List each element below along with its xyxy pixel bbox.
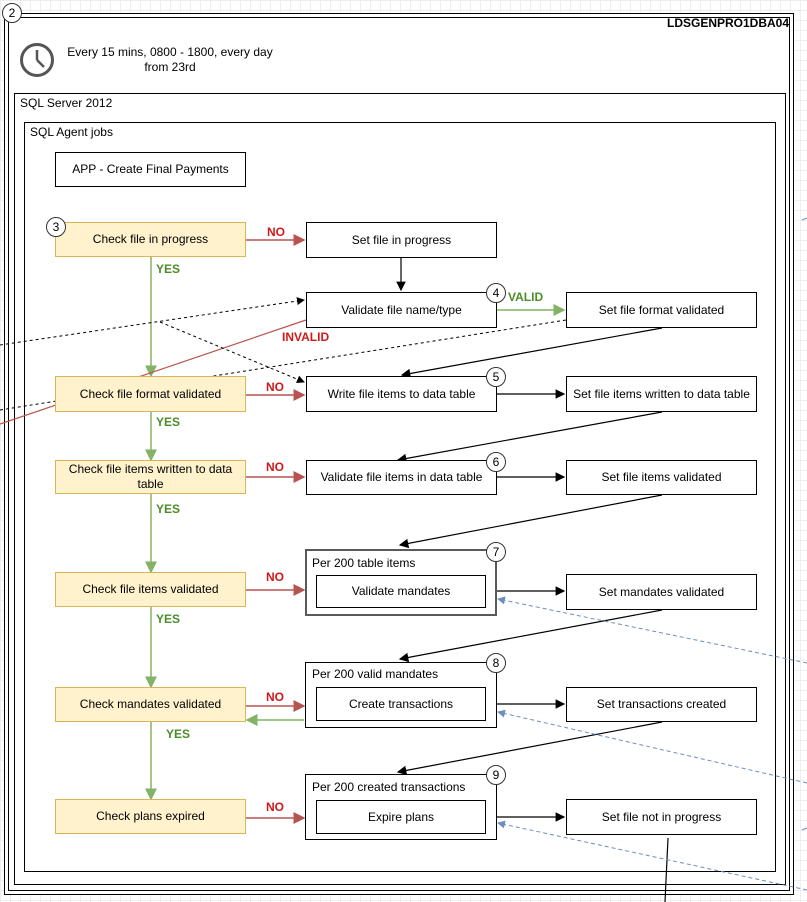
step-badge-4: 4 (486, 283, 506, 303)
set-mandates-validated[interactable]: Set mandates validated (566, 574, 757, 610)
sql-server-label: SQL Server 2012 (20, 96, 113, 110)
set-file-format-validated[interactable]: Set file format validated (566, 292, 757, 328)
step-badge-6: 6 (486, 452, 506, 472)
schedule-line-1: Every 15 mins, 0800 - 1800, every day (67, 45, 273, 59)
step-badge-9: 9 (486, 765, 506, 785)
set-transactions-created[interactable]: Set transactions created (566, 687, 757, 722)
no-label-5: NO (266, 690, 284, 704)
step-badge-8: 8 (486, 653, 506, 673)
yes-label-5: YES (166, 727, 191, 741)
step-badge-5: 5 (486, 367, 506, 387)
schedule-text: Every 15 mins, 0800 - 1800, every day fr… (60, 45, 280, 75)
server-inner-frame (8, 17, 790, 891)
server-badge: 2 (2, 3, 22, 23)
validate-file-name-type[interactable]: Validate file name/type (306, 292, 497, 328)
set-file-items-written[interactable]: Set file items written to data table (566, 376, 757, 412)
no-label-4: NO (266, 570, 284, 584)
write-file-items[interactable]: Write file items to data table (306, 376, 497, 412)
check-file-items-validated[interactable]: Check file items validated (55, 572, 246, 607)
set-file-in-progress[interactable]: Set file in progress (306, 222, 497, 258)
check-mandates-validated[interactable]: Check mandates validated (55, 687, 246, 722)
agent-jobs-label: SQL Agent jobs (30, 125, 113, 139)
step-badge-3: 3 (46, 217, 66, 237)
clock-icon (19, 42, 55, 78)
validate-mandates[interactable]: Validate mandates (316, 575, 486, 608)
no-label-2: NO (266, 380, 284, 394)
yes-label-4: YES (156, 612, 181, 626)
check-file-format-validated[interactable]: Check file format validated (55, 376, 246, 412)
set-file-not-in-progress[interactable]: Set file not in progress (566, 799, 757, 835)
create-transactions[interactable]: Create transactions (316, 687, 486, 721)
invalid-label: INVALID (282, 330, 330, 344)
check-file-in-progress[interactable]: Check file in progress (55, 222, 246, 257)
expire-plans[interactable]: Expire plans (316, 800, 486, 834)
no-label-3: NO (266, 460, 284, 474)
no-label-1: NO (267, 225, 285, 239)
no-label-6: NO (266, 800, 284, 814)
group-per-200-table-items-label: Per 200 table items (312, 556, 416, 570)
job-name-box[interactable]: APP - Create Final Payments (55, 152, 246, 187)
step-badge-7: 7 (486, 542, 506, 562)
group-per-200-valid-mandates-label: Per 200 valid mandates (312, 667, 439, 681)
valid-label: VALID (508, 290, 544, 304)
group-per-200-created-transactions-label: Per 200 created transactions (312, 780, 466, 794)
validate-file-items[interactable]: Validate file items in data table (306, 460, 497, 495)
yes-label-2: YES (156, 415, 181, 429)
yes-label-1: YES (156, 262, 181, 276)
check-plans-expired[interactable]: Check plans expired (55, 799, 246, 834)
server-name: LDSGENPRO1DBA04 (667, 16, 790, 30)
schedule-line-2: from 23rd (144, 60, 196, 74)
set-file-items-validated[interactable]: Set file items validated (566, 460, 757, 495)
yes-label-3: YES (156, 502, 181, 516)
check-file-items-written[interactable]: Check file items written to data table (55, 460, 246, 494)
